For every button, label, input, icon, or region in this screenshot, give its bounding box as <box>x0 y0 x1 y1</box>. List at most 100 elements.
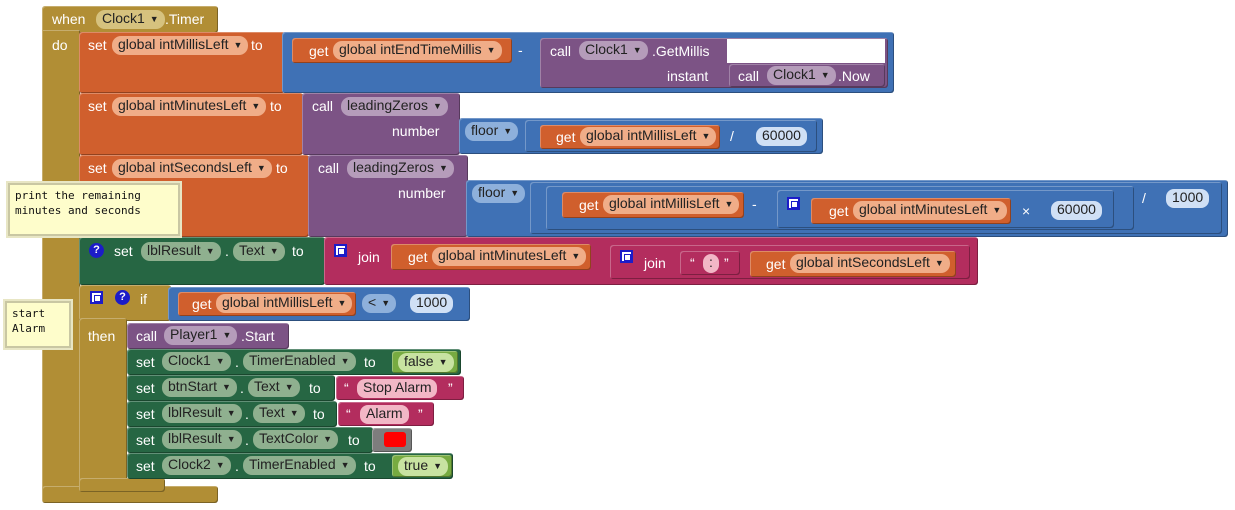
number-label: number <box>398 185 446 201</box>
to-keyword: to <box>309 380 321 396</box>
help-icon[interactable]: ? <box>115 290 130 305</box>
now-method-label: .Now <box>838 68 870 84</box>
if-keyword: if <box>140 291 147 307</box>
divide-operator: / <box>1142 190 1146 206</box>
get-keyword: get <box>309 43 329 59</box>
call-keyword: call <box>550 43 572 59</box>
mutator-icon[interactable] <box>620 250 633 263</box>
event-block-body <box>42 30 80 500</box>
component-dropdown[interactable]: lblResult▼ <box>162 404 242 423</box>
getmillis-method-label: .GetMillis <box>652 43 710 59</box>
get-keyword: get <box>408 249 428 265</box>
set-target-dropdown[interactable]: global intMillisLeft▼ <box>112 36 249 55</box>
close-quote: ” <box>418 406 423 422</box>
event-name-label: .Timer <box>165 11 205 27</box>
number-60000[interactable]: 60000 <box>756 127 807 146</box>
set-target-dropdown[interactable]: global intSecondsLeft▼ <box>112 159 272 178</box>
event-when-label: when <box>52 11 86 27</box>
red-color-swatch[interactable] <box>384 432 406 447</box>
then-keyword: then <box>88 328 116 344</box>
floor-dropdown[interactable]: floor▼ <box>472 184 526 203</box>
event-do-label: do <box>52 37 68 53</box>
get-var-dropdown[interactable]: global intMillisLeft▼ <box>216 294 353 313</box>
number-1000[interactable]: 1000 <box>410 294 454 313</box>
mutator-icon[interactable] <box>334 244 347 257</box>
now-component-dropdown[interactable]: Clock1▼ <box>767 66 836 85</box>
to-keyword: to <box>348 432 360 448</box>
get-var-dropdown[interactable]: global intEndTimeMillis▼ <box>333 41 502 60</box>
to-keyword: to <box>270 98 282 114</box>
number-1000[interactable]: 1000 <box>1166 189 1210 208</box>
mutator-icon[interactable] <box>787 197 800 210</box>
if-block-footer <box>79 478 165 492</box>
open-quote: “ <box>690 255 695 271</box>
close-quote: ” <box>448 380 453 396</box>
component-dropdown[interactable]: Clock1▼ <box>162 352 231 371</box>
instant-label: instant <box>667 68 709 84</box>
procedure-dropdown[interactable]: leadingZeros▼ <box>347 159 454 178</box>
dot-separator: . <box>235 354 239 370</box>
property-dropdown[interactable]: Text▼ <box>248 378 300 397</box>
get-keyword: get <box>766 256 786 272</box>
text-value[interactable]: Stop Alarm <box>357 379 438 398</box>
get-var-dropdown[interactable]: global intMillisLeft▼ <box>580 127 717 146</box>
logic-true-dropdown[interactable]: true▼ <box>398 457 449 476</box>
compare-operator-dropdown[interactable]: <▼ <box>362 294 397 313</box>
set-keyword: set <box>136 406 155 422</box>
text-colon-value[interactable]: : <box>703 254 719 273</box>
getmillis-component-dropdown[interactable]: Clock1▼ <box>579 41 648 60</box>
component-dropdown[interactable]: btnStart▼ <box>162 378 237 397</box>
number-label: number <box>392 123 440 139</box>
to-keyword: to <box>292 243 304 259</box>
get-var-dropdown[interactable]: global intMinutesLeft▼ <box>432 247 587 266</box>
multiply-operator: × <box>1022 203 1031 219</box>
floor-dropdown[interactable]: floor▼ <box>465 122 519 141</box>
help-icon[interactable]: ? <box>89 243 104 258</box>
component-dropdown[interactable]: Clock2▼ <box>162 456 231 475</box>
to-keyword: to <box>313 406 325 422</box>
to-keyword: to <box>251 37 263 53</box>
call-keyword: call <box>318 160 340 176</box>
to-keyword: to <box>364 458 376 474</box>
get-var-dropdown[interactable]: global intMinutesLeft▼ <box>853 201 1008 220</box>
logic-false-dropdown[interactable]: false▼ <box>398 353 454 372</box>
get-keyword: get <box>192 296 212 312</box>
set-keyword: set <box>136 354 155 370</box>
set-target-dropdown[interactable]: global intMinutesLeft▼ <box>112 97 267 116</box>
property-dropdown[interactable]: TimerEnabled▼ <box>243 352 356 371</box>
number-60000[interactable]: 60000 <box>1051 201 1102 220</box>
dot-separator: . <box>245 406 249 422</box>
close-quote: ” <box>724 255 729 271</box>
dot-separator: . <box>235 458 239 474</box>
get-keyword: get <box>556 129 576 145</box>
text-value[interactable]: Alarm <box>360 405 409 424</box>
set-keyword: set <box>88 37 107 53</box>
procedure-dropdown[interactable]: leadingZeros▼ <box>341 97 448 116</box>
call-keyword: call <box>136 328 158 344</box>
player-component-dropdown[interactable]: Player1▼ <box>164 326 238 345</box>
mutator-icon[interactable] <box>90 291 103 304</box>
dot-separator: . <box>240 380 244 396</box>
property-dropdown[interactable]: TextColor▼ <box>253 430 339 449</box>
get-var-dropdown[interactable]: global intSecondsLeft▼ <box>790 254 950 273</box>
event-component-dropdown[interactable]: Clock1▼ <box>96 10 165 29</box>
get-keyword: get <box>579 197 599 213</box>
join-keyword: join <box>358 249 380 265</box>
get-var-dropdown[interactable]: global intMillisLeft▼ <box>603 195 740 214</box>
property-dropdown[interactable]: TimerEnabled▼ <box>243 456 356 475</box>
component-dropdown[interactable]: lblResult▼ <box>162 430 242 449</box>
start-method-label: .Start <box>241 328 275 344</box>
dot-separator: . <box>245 432 249 448</box>
if-block-body <box>79 318 127 484</box>
property-dropdown[interactable]: Text▼ <box>233 242 285 261</box>
comment-bubble[interactable]: start Alarm <box>5 301 71 348</box>
set-keyword: set <box>88 160 107 176</box>
set-keyword: set <box>88 98 107 114</box>
comment-bubble[interactable]: print the remaining minutes and seconds <box>8 183 180 236</box>
divide-operator: / <box>730 128 734 144</box>
property-dropdown[interactable]: Text▼ <box>253 404 305 423</box>
dot-separator: . <box>225 243 229 259</box>
set-keyword: set <box>114 243 133 259</box>
component-dropdown[interactable]: lblResult▼ <box>141 242 221 261</box>
set-keyword: set <box>136 432 155 448</box>
